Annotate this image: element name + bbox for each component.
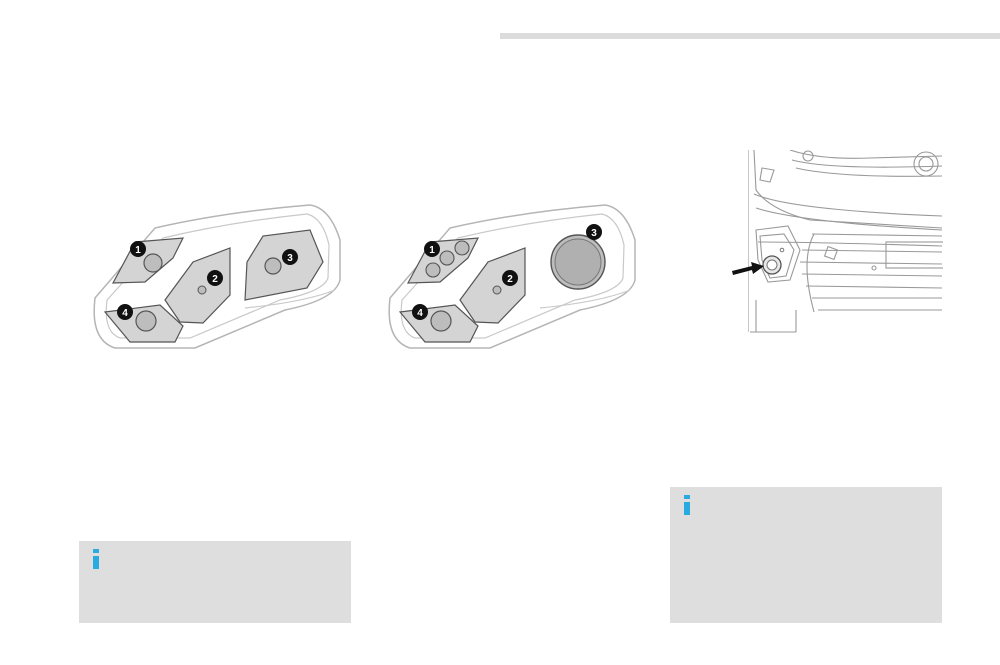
info-icon [682,495,692,515]
info-note-left [79,541,351,623]
section-rule [500,33,1000,39]
lamp-segment-2 [459,247,526,324]
front-bumper-figure [730,150,945,335]
svg-text:1: 1 [135,245,141,256]
callout-2: 2 [207,270,223,286]
svg-text:4: 4 [417,308,423,319]
fog-lamp [762,247,785,275]
svg-text:3: 3 [591,228,597,239]
svg-text:2: 2 [212,274,218,285]
callout-1: 1 [424,241,440,257]
lamp-segment-3 [550,234,606,290]
svg-text:3: 3 [287,253,293,264]
callout-4: 4 [117,304,133,320]
svg-text:2: 2 [507,274,513,285]
headlamp-figure-left: 1 2 3 4 [85,200,350,360]
callout-4: 4 [412,304,428,320]
callout-2: 2 [502,270,518,286]
info-note-right [670,487,942,623]
info-icon [91,549,101,569]
callout-3: 3 [282,249,298,265]
callout-3: 3 [586,224,602,240]
lamp-segment-3 [244,229,324,301]
lamp-segment-2 [164,247,231,324]
arrow-pointer-icon [732,262,764,275]
callout-1: 1 [130,241,146,257]
svg-text:1: 1 [429,245,435,256]
svg-text:4: 4 [122,308,128,319]
headlamp-figure-middle: 1 2 3 4 [380,200,645,360]
